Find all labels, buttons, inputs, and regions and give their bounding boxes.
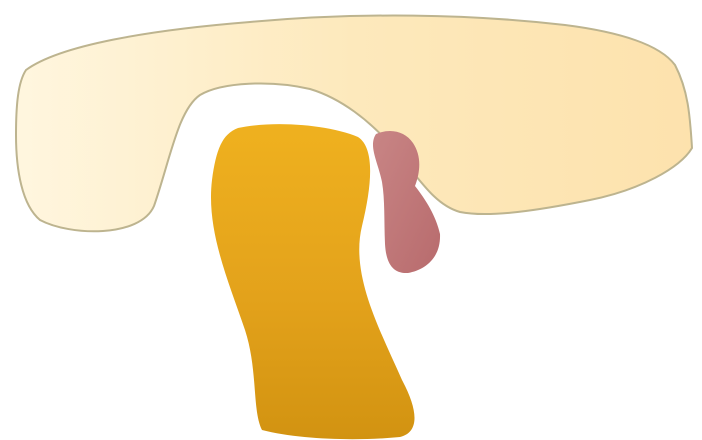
diagram-svg: [0, 0, 702, 440]
diagram-canvas: [0, 0, 702, 440]
